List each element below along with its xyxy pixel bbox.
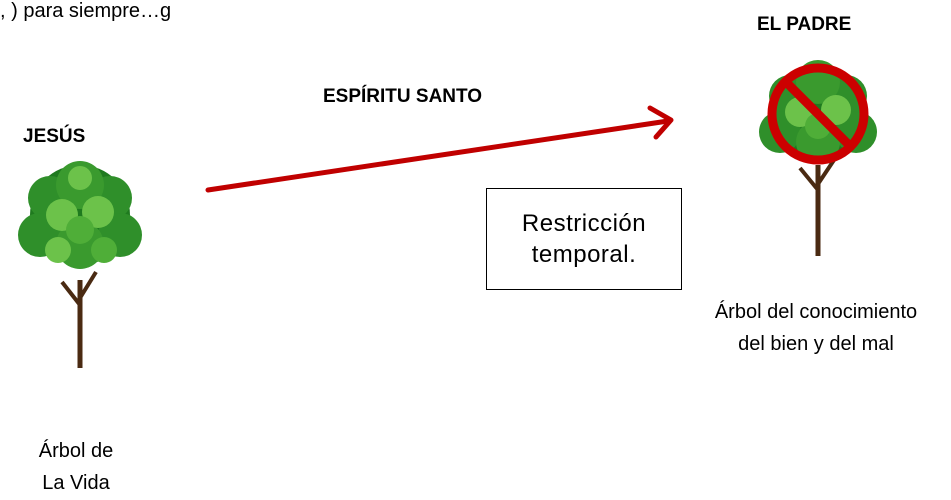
caption-tree-of-knowledge: Árbol del conocimiento del bien y del ma… (686, 296, 946, 360)
restriction-line-2: temporal. (531, 241, 637, 268)
prohibited-icon (767, 63, 869, 165)
caption-tree-of-life-line-2: La Vida (42, 472, 110, 494)
caption-tree-of-knowledge-line-1: Árbol del conocimiento (714, 301, 918, 323)
caption-tree-of-life: Árbol de La Vida (0, 435, 152, 499)
label-jesus: JESÚS (23, 126, 86, 147)
label-el-padre: EL PADRE (757, 14, 852, 35)
caption-tree-of-life-line-1: Árbol de (38, 440, 114, 462)
restriction-box: Restricción temporal. (486, 188, 682, 290)
tree-of-life-icon (18, 161, 142, 368)
label-espiritu-santo: ESPÍRITU SANTO (323, 86, 483, 107)
cropped-top-text: , ) para siempre…g (0, 0, 172, 22)
caption-tree-of-knowledge-line-2: del bien y del mal (738, 333, 894, 355)
arrow-espiritu-santo (205, 105, 674, 193)
restriction-line-1: Restricción (521, 210, 647, 237)
